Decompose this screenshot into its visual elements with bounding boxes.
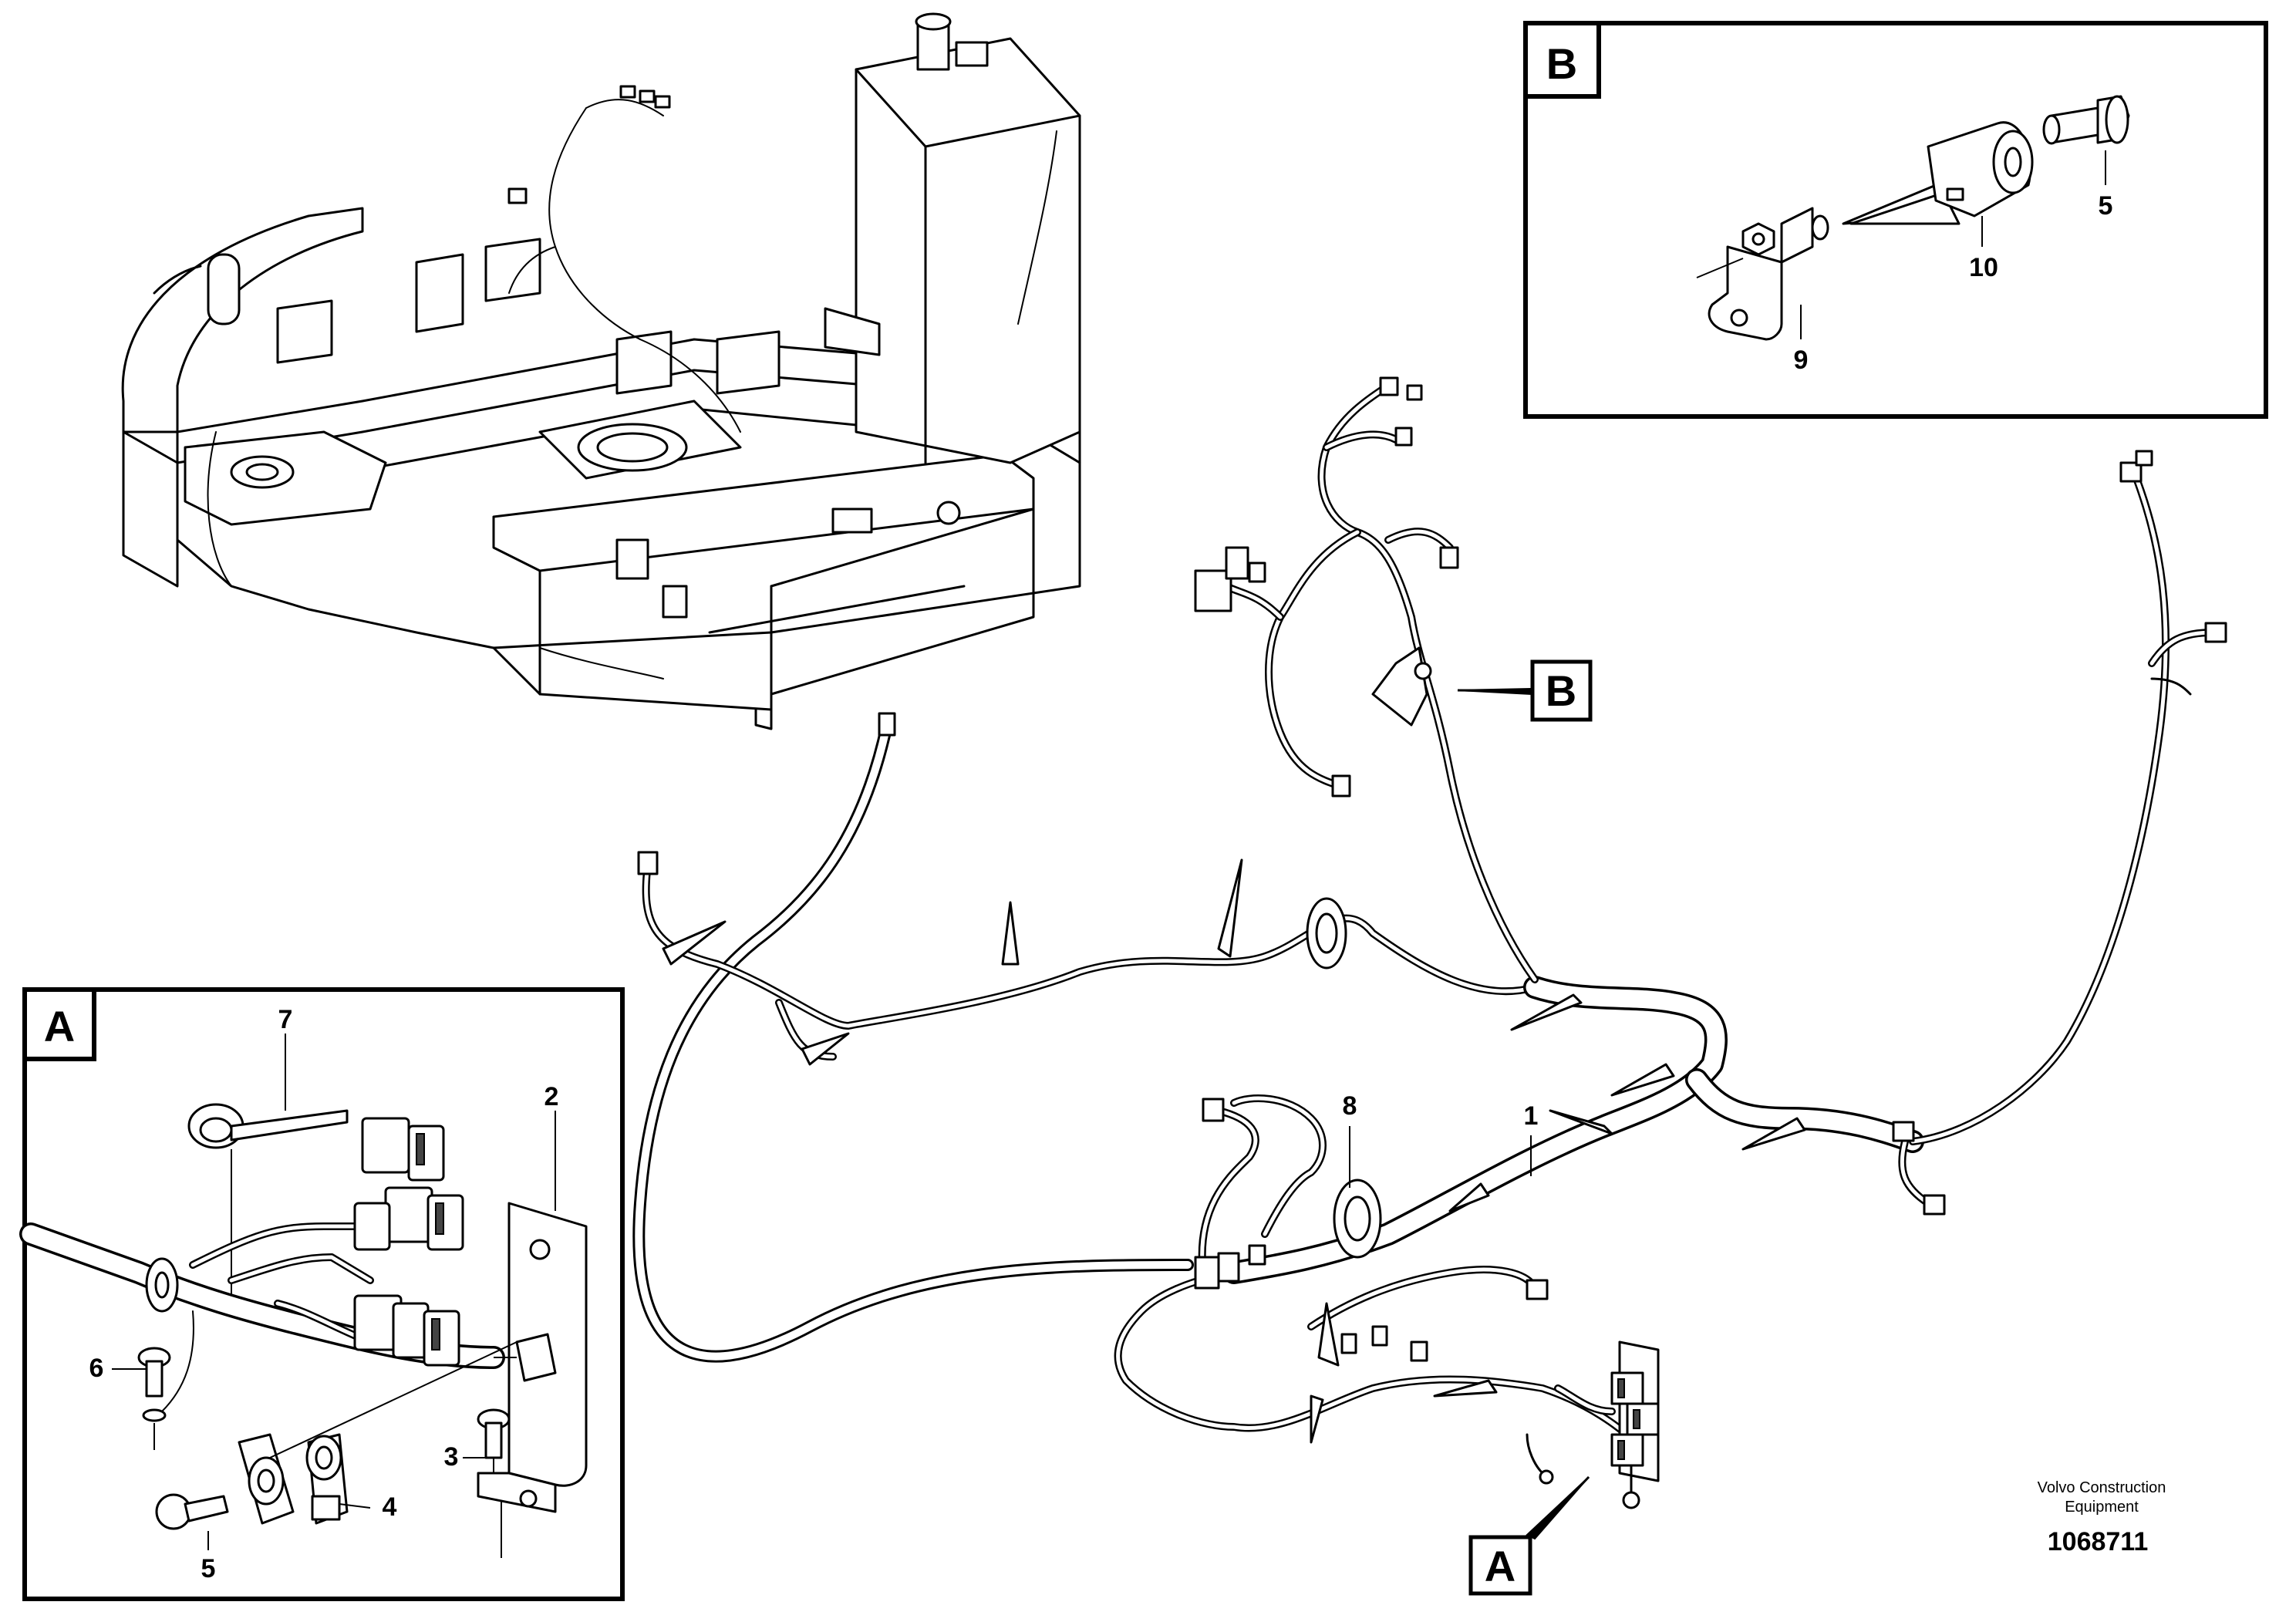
detail-b-tag: B bbox=[1546, 39, 1577, 88]
detail-a-label-4: 4 bbox=[383, 1492, 397, 1522]
callout-a-box[interactable] bbox=[1468, 1535, 1532, 1596]
drawing-number: 1068711 bbox=[2048, 1527, 2149, 1556]
detail-b-label-5: 5 bbox=[2099, 191, 2113, 221]
item-label-8: 8 bbox=[1343, 1091, 1357, 1121]
callout-a-pointer: A bbox=[1468, 1475, 1590, 1596]
callout-b-label: B bbox=[1546, 666, 1576, 715]
detail-a-label-2: 2 bbox=[544, 1082, 559, 1111]
detail-b-label-10: 10 bbox=[1969, 253, 1998, 282]
detail-a-label-3: 3 bbox=[444, 1442, 459, 1472]
main-item-labels: 8 1 bbox=[1343, 1091, 1539, 1188]
upper-frame-assembly bbox=[121, 12, 1081, 730]
detail-a-label-6: 6 bbox=[89, 1354, 104, 1383]
company-name-line1: Volvo Construction bbox=[2038, 1479, 2166, 1496]
detail-b-panel: B 5 10 9 bbox=[1523, 21, 2268, 419]
main-wire-harness bbox=[632, 376, 2227, 1509]
detail-a-tag: A bbox=[44, 1002, 75, 1050]
callout-a-label: A bbox=[1485, 1542, 1515, 1590]
title-block: Volvo Construction Equipment 1068711 bbox=[2038, 1479, 2166, 1556]
item-label-1: 1 bbox=[1524, 1101, 1539, 1131]
callout-b-pointer: B bbox=[1457, 659, 1593, 722]
detail-a-label-5: 5 bbox=[201, 1554, 216, 1583]
detail-a-label-7: 7 bbox=[278, 1005, 293, 1034]
detail-b-label-9: 9 bbox=[1794, 346, 1809, 375]
company-name-line2: Equipment bbox=[2065, 1499, 2139, 1516]
callout-b-box[interactable] bbox=[1530, 659, 1593, 722]
detail-a-panel: A bbox=[19, 987, 625, 1601]
detail-a-relays bbox=[353, 1117, 464, 1367]
detail-b-tag-box bbox=[1523, 21, 1601, 99]
detail-a-tag-box bbox=[22, 987, 96, 1061]
connector-top-left bbox=[878, 712, 896, 737]
